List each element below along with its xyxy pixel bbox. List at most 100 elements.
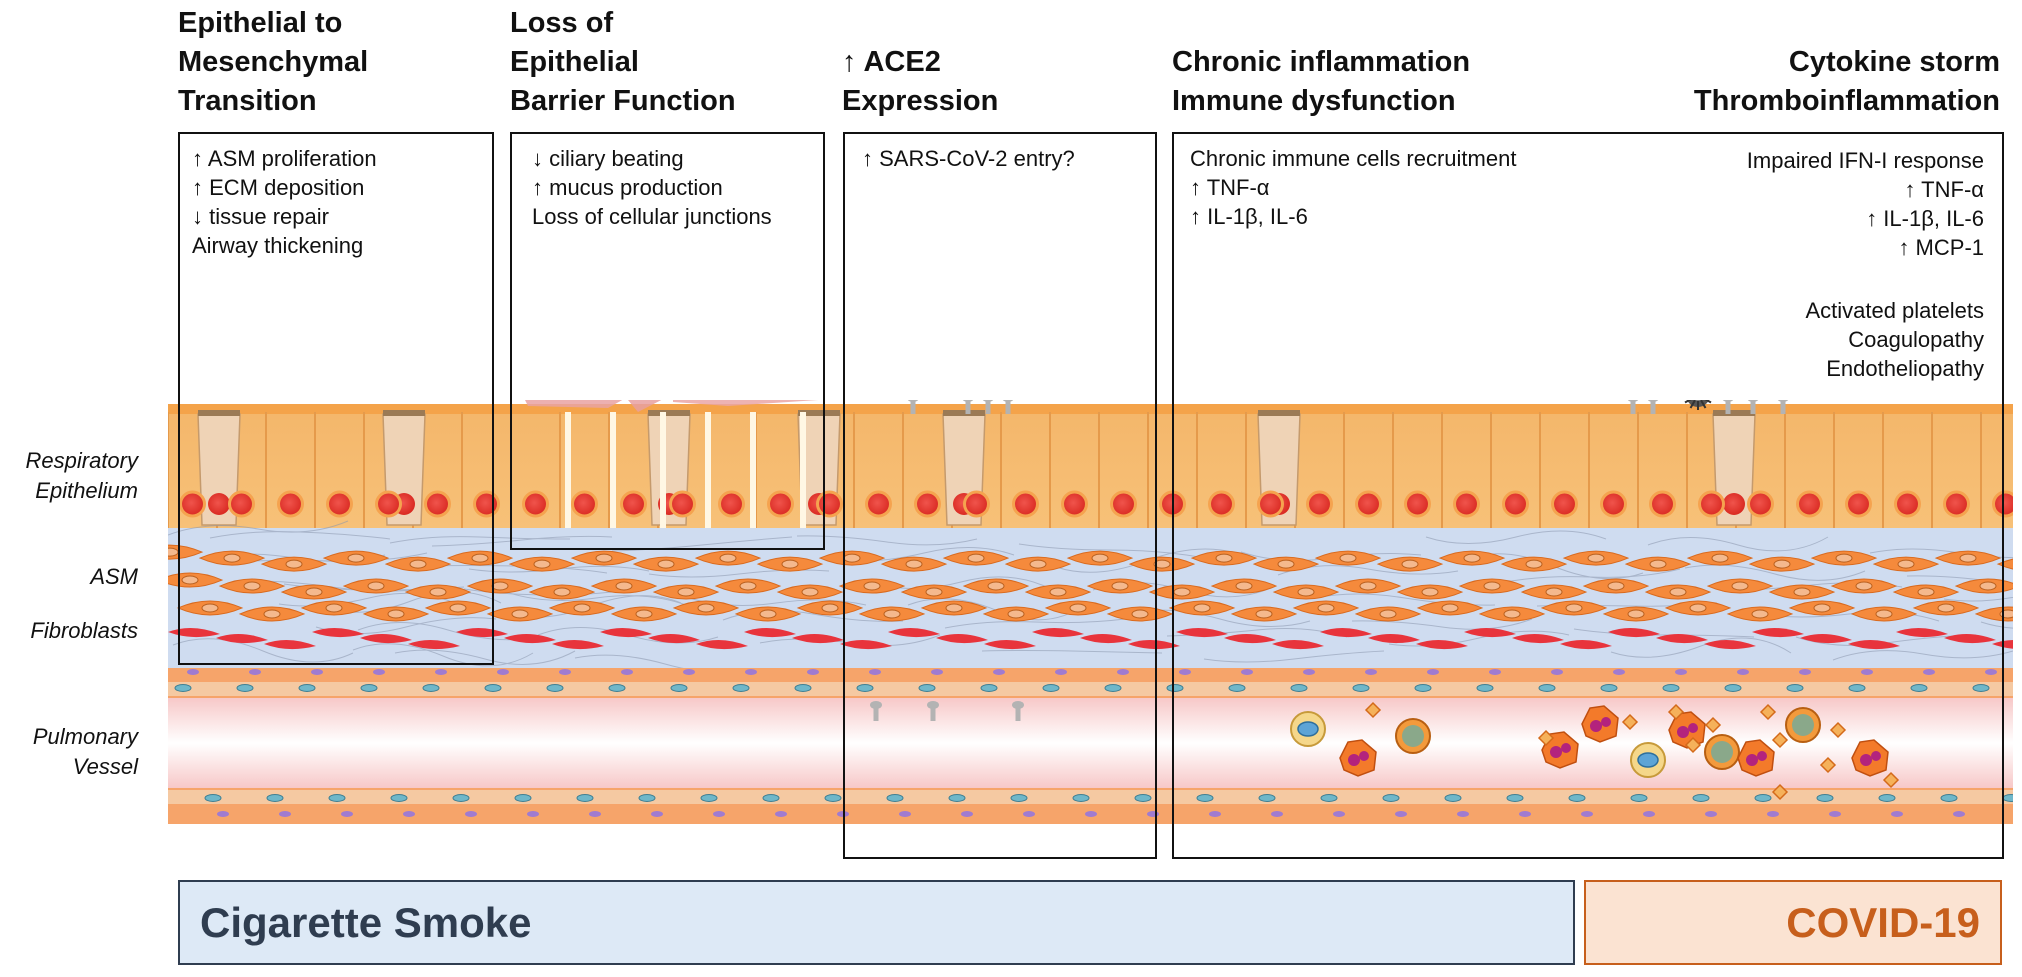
fibroblast [1608,627,1660,638]
banner-smoke-label: Cigarette Smoke [200,899,532,946]
fibroblast [840,639,892,650]
nucleus [1453,490,1480,518]
barrier-effects: ↓ ciliary beating ↑ mucus production Los… [532,144,772,231]
effect-line: Chronic immune cells recruitment [1190,146,1517,171]
lymphocyte [1704,734,1740,770]
junction-gap [660,412,666,528]
title-line: Expression [842,85,999,117]
platelet [1704,716,1722,734]
title-line: Thromboinflammation [1693,85,2000,117]
label-line: Respiratory [25,448,138,473]
nucleus [1061,490,1088,518]
label-fibroblasts: Fibroblasts [30,618,138,643]
effect-line: ↑ ASM proliferation [192,146,377,171]
nucleus [1698,490,1725,518]
fibroblast [1032,627,1084,638]
banner-cigarette-smoke: Cigarette Smoke [178,880,1575,965]
fibroblast-cells [168,627,2013,650]
effect-line: ↑ mucus production [532,175,723,200]
fibroblast [264,639,316,650]
nucleus [228,490,255,518]
emt-effects: ↑ ASM proliferation ↑ ECM deposition ↓ t… [192,144,377,260]
fibroblast [1752,627,1804,638]
panel-box-emt [178,132,494,665]
title-barrier: Loss of Epithelial Barrier Function [510,4,736,121]
fibroblast [1704,639,1756,650]
fibroblast [1944,633,1996,644]
nucleus [767,490,794,518]
neutrophil [1581,705,1619,743]
effect-line: ↑ MCP-1 [1898,235,1984,260]
fibroblast [600,627,652,638]
effect-line: Airway thickening [192,233,364,258]
platelet [1759,703,1777,721]
fibroblast [1272,639,1324,650]
title-line: ↑ ACE2 [842,46,941,78]
effect-line: ↑ SARS-CoV-2 entry? [862,146,1075,171]
nucleus [1796,490,1823,518]
fibroblast [888,627,940,638]
nucleus [1600,490,1627,518]
nucleus [424,490,451,518]
fibroblast [1656,633,1708,644]
neutrophil [1737,739,1775,777]
nucleus [620,490,647,518]
nucleus [1110,490,1137,518]
nucleus [1012,490,1039,518]
junction-gap [750,412,756,528]
fibroblast [312,627,364,638]
label-line: Epithelium [35,478,138,503]
nucleus [1355,490,1382,518]
fibroblast [1368,633,1420,644]
title-line: Loss of [510,7,614,39]
effect-line: ↑ ECM deposition [192,175,365,200]
title-line: Chronic inflammation [1172,46,1471,78]
nucleus [1257,490,1284,518]
asm-cells [168,544,2013,622]
title-ace2: ↑ ACE2 Expression [842,43,998,121]
nucleus [522,490,549,518]
nucleus [669,490,696,518]
ace2-receptor [907,400,919,414]
ace2-receptors [870,400,1789,721]
fibroblast [984,639,1036,650]
ace2-receptor [870,701,882,721]
fibroblast [1320,627,1372,638]
nucleus [1943,490,1970,518]
nucleus [375,490,402,518]
fibroblast [168,627,220,638]
fibroblast [1224,633,1276,644]
nucleus [571,490,598,518]
junction-gap [610,412,616,528]
nucleus [963,490,990,518]
fibroblast [360,633,412,644]
endothelial-nuclei [174,669,2013,817]
platelet [1771,731,1789,749]
nucleus [718,490,745,518]
fibroblast [744,627,796,638]
nucleus [179,490,206,518]
nucleus [1747,490,1774,518]
label-respiratory-epithelium: Respiratory Epithelium [8,446,138,506]
banner-covid-19: COVID-19 [1584,880,2002,965]
fibroblast [1464,627,1516,638]
title-line: Mesenchymal [178,46,369,78]
effect-line: ↑ IL-1β, IL-6 [1866,206,1984,231]
title-line: Epithelial to [178,7,343,39]
effect-line: Loss of cellular junctions [532,204,772,229]
fibroblast [552,639,604,650]
platelet [1621,713,1639,731]
panel-box-ace2 [843,132,1157,859]
effect-line: Impaired IFN-I response [1746,148,1984,173]
ace2-receptor [1777,400,1789,414]
effect-line: Coagulopathy [1848,327,1984,352]
nucleus [326,490,353,518]
title-inflammation: Chronic inflammation Immune dysfunction [1172,43,1470,121]
fibroblast [1800,633,1852,644]
title-line: Transition [178,85,317,117]
junction-gap [800,412,806,528]
nucleus [1404,490,1431,518]
panel-box-barrier [510,132,825,550]
fibroblast [456,627,508,638]
effect-line: ↓ ciliary beating [532,146,684,171]
